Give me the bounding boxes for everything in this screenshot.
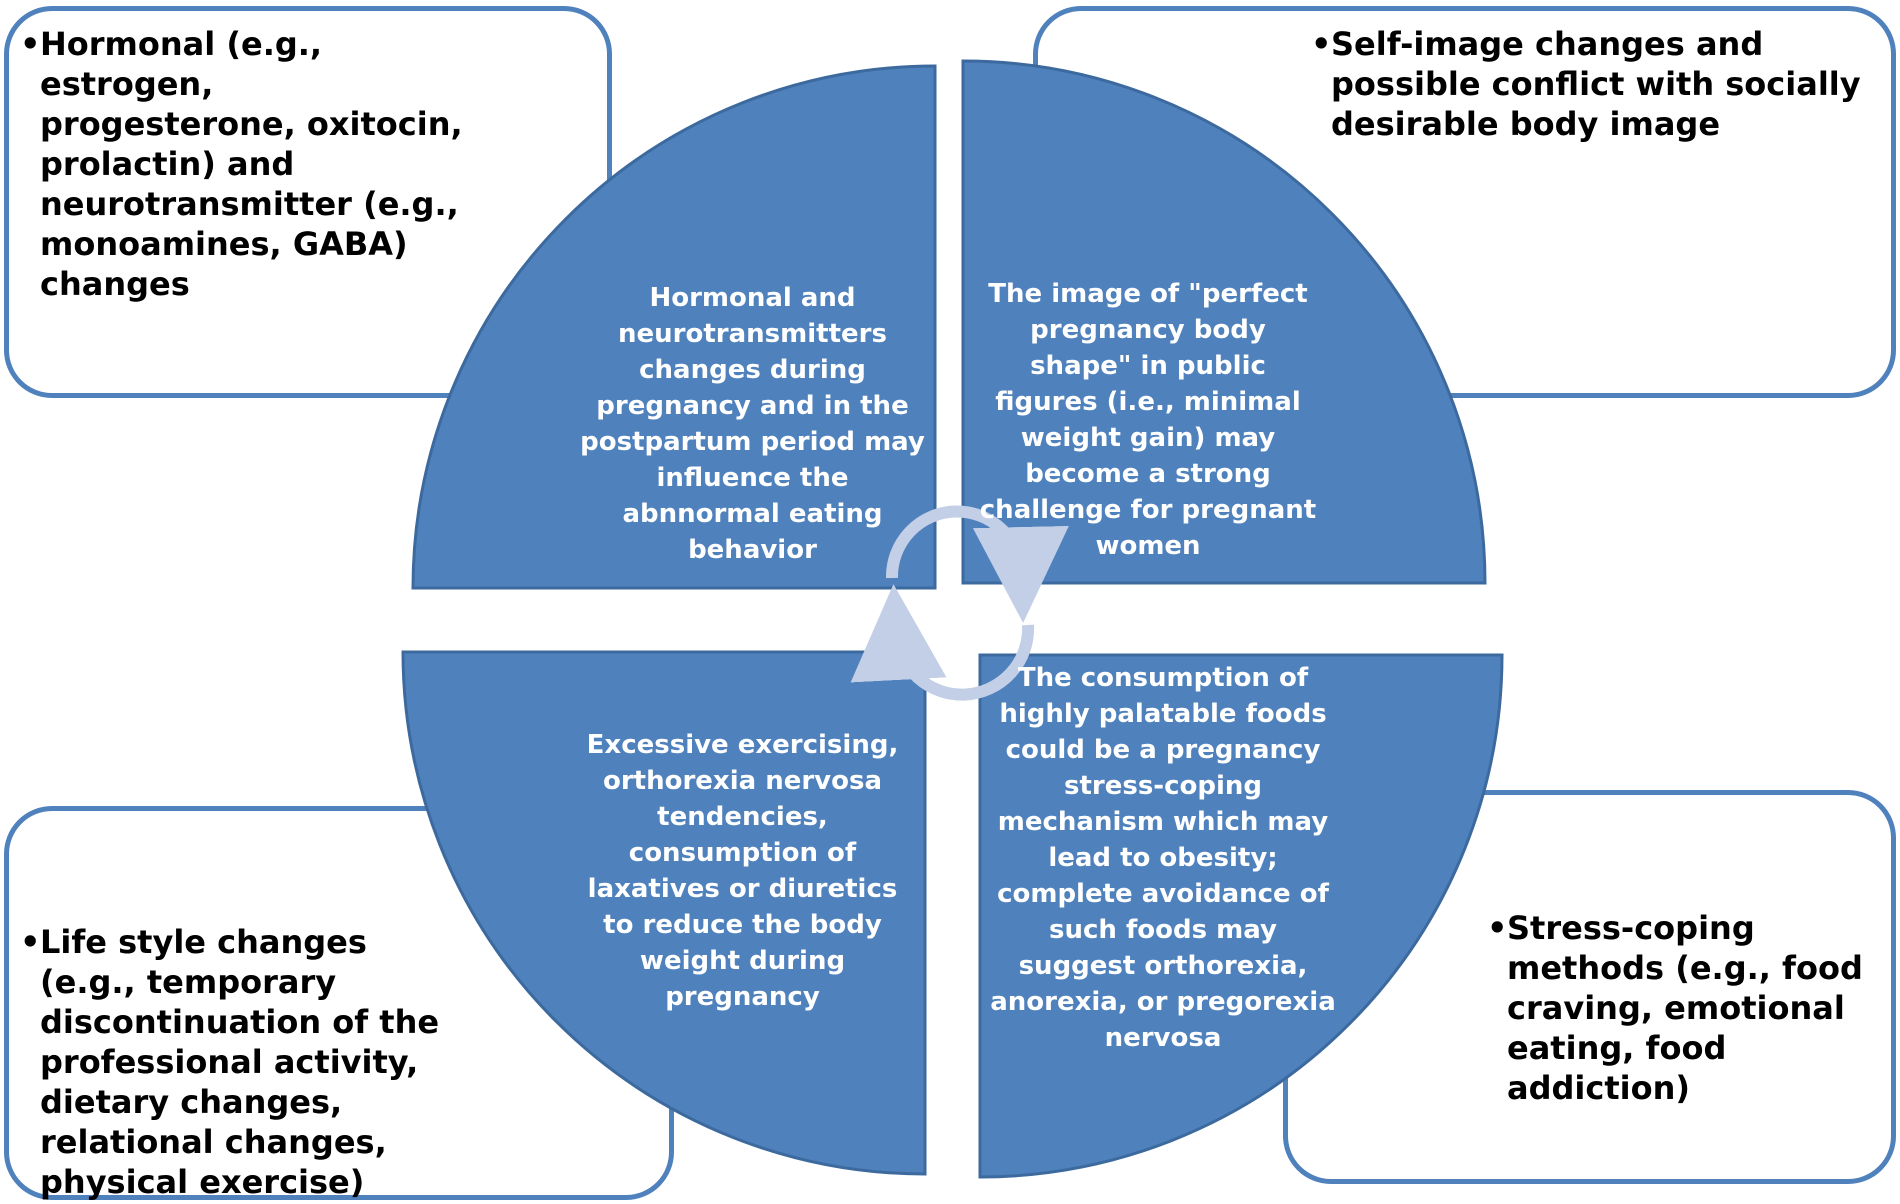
- factor-hormonal-list: Hormonal (e.g., estrogen, progesterone, …: [20, 24, 480, 304]
- quadrant-exercise-text: Excessive exercising, orthorexia nervosa…: [586, 730, 899, 1012]
- quadrant-hormonal-text: Hormonal and neurotransmitters changes d…: [580, 283, 925, 565]
- factor-self-image-text: Self-image changes and possible conflict…: [1311, 24, 1881, 144]
- quadrant-body-image-text: The image of "perfect pregnancy body sha…: [979, 279, 1317, 561]
- factor-stress-coping-text: Stress-coping methods (e.g., food cravin…: [1487, 908, 1867, 1108]
- quadrant-top-left: [411, 64, 937, 590]
- quadrant-bottom-right: [978, 653, 1504, 1179]
- factor-self-image-list: Self-image changes and possible conflict…: [1311, 24, 1881, 144]
- quadrant-top-right: [961, 59, 1487, 585]
- factor-lifestyle-list: Life style changes (e.g., temporary disc…: [20, 922, 460, 1202]
- factor-lifestyle-text: Life style changes (e.g., temporary disc…: [20, 922, 460, 1202]
- cycle-arrows-icon: [850, 505, 1069, 701]
- factor-hormonal-text: Hormonal (e.g., estrogen, progesterone, …: [20, 24, 480, 304]
- quadrant-bottom-left: [401, 650, 927, 1176]
- factor-stress-coping-list: Stress-coping methods (e.g., food cravin…: [1487, 908, 1867, 1108]
- quadrant-food-text: The consumption of highly palatable food…: [990, 663, 1336, 1053]
